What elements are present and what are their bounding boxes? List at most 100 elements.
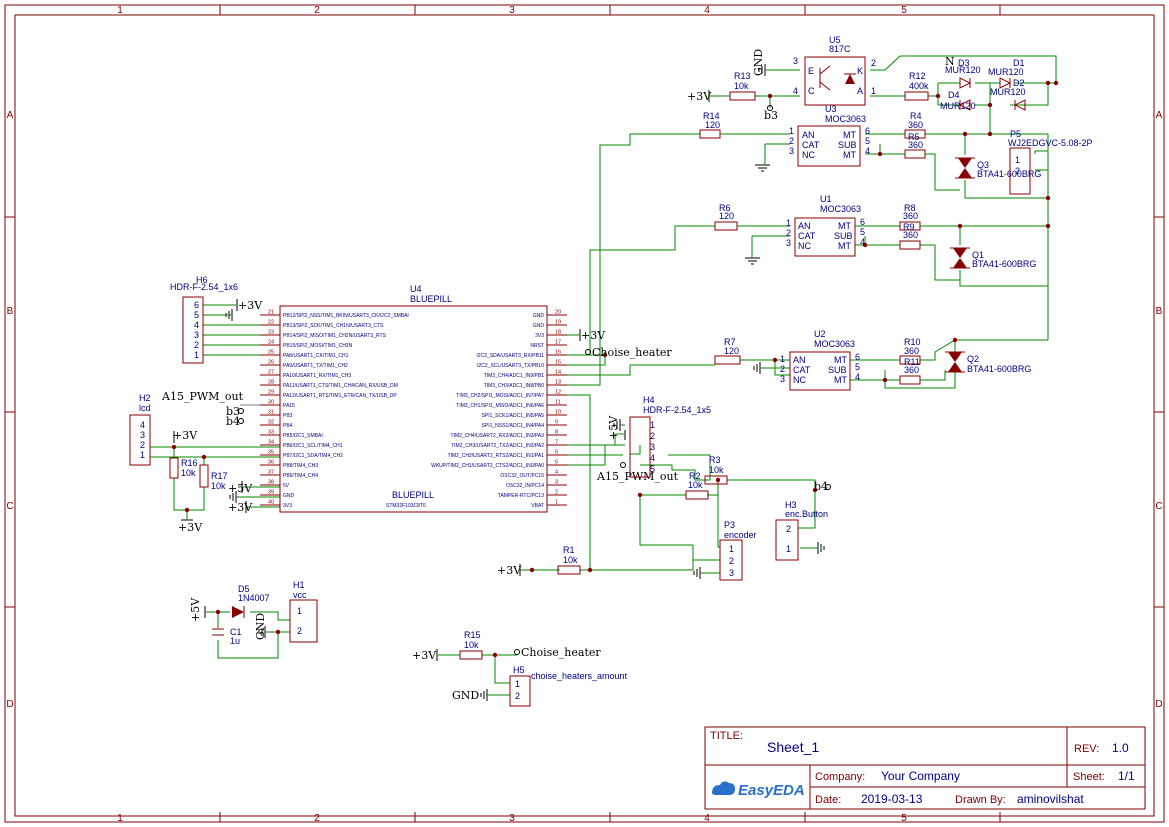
r12-value: 400k xyxy=(909,81,929,91)
p3-pin: 1 xyxy=(729,544,734,554)
u5-ref: U5 xyxy=(829,35,841,45)
r5-ref: R5 xyxy=(908,132,920,142)
net-label-b4: b4 xyxy=(226,415,240,428)
r6-resistor: R6 120 xyxy=(714,203,738,231)
gnd-icon xyxy=(817,542,825,554)
frame-column-labels-top: 1 2 3 4 5 xyxy=(117,5,907,16)
u3-pin: 3 xyxy=(789,146,794,156)
r15-ref: R15 xyxy=(464,630,481,640)
company-value: Your Company xyxy=(881,769,960,783)
net-label-3v: +3V xyxy=(412,649,437,662)
u4-left-pin-number: 40 xyxy=(268,500,274,506)
u4-left-pin-number: 32 xyxy=(268,420,274,426)
r3-ref: R3 xyxy=(709,455,721,465)
h2-pin: 4 xyxy=(140,420,145,430)
h5-header: H5 choise_heaters_amount 1 2 xyxy=(509,665,628,707)
u1-pin: 3 xyxy=(786,238,791,248)
c1-capacitor: C1 1u xyxy=(212,627,242,646)
net-label-3v: +3V xyxy=(238,299,263,312)
u4-right-pin-label: TIM2_CH4/USART2_RX2/ADC1_IN3/PA3 xyxy=(451,433,545,439)
title-block: TITLE: Sheet_1 REV: 1.0 Company: Your Co… xyxy=(704,726,1146,810)
u4-right-pin-label: TIM2_CH3/USART2_TX2/ADC1_IN2/PA2 xyxy=(451,443,544,449)
u4-left-pin-number: 25 xyxy=(268,350,274,356)
u1-pin: 6 xyxy=(860,217,865,227)
r8-ref: R8 xyxy=(904,203,916,213)
h4-pin: 5 xyxy=(650,464,655,474)
u4-left-pin-number: 27 xyxy=(268,370,274,376)
p3-pin: 3 xyxy=(729,568,734,578)
u1-pin-label: CAT xyxy=(798,231,816,241)
u4-right-pin-label: TIM2_CH2/USART2_RTS2/ADC1_IN1/PA1 xyxy=(448,453,545,459)
u3-pin: 4 xyxy=(865,146,870,156)
gnd-icon xyxy=(229,491,237,503)
u3-pin: 1 xyxy=(789,126,794,136)
u4-right-pin-label: VBAT xyxy=(531,503,544,509)
r13-ref: R13 xyxy=(734,71,751,81)
h4-header: H4 HDR-F-2.54_1x5 1 2 3 4 5 xyxy=(629,395,711,478)
d2-ref: D2 xyxy=(1013,78,1025,88)
net-label-gnd: GND xyxy=(254,613,267,640)
u1-pin-label: NC xyxy=(798,241,811,251)
u3-pin-label: AN xyxy=(802,130,815,140)
r6-value: 120 xyxy=(719,211,734,221)
d4-value: MUR120 xyxy=(940,101,976,111)
r17-resistor: R17 10k xyxy=(199,464,228,491)
r7-value: 120 xyxy=(724,346,739,356)
u1-pin: 1 xyxy=(786,218,791,228)
sheet-label: Sheet: xyxy=(1073,771,1105,783)
u4-right-pin-label: TIM3_CH4/ADC1_IN9/PB1 xyxy=(484,373,545,379)
u4-right-pin-number: 15 xyxy=(555,360,561,366)
h6-pin: 2 xyxy=(194,340,199,350)
u3-pin: 5 xyxy=(865,136,870,146)
u4-right-pin-label: 3V3 xyxy=(535,333,544,339)
r14-ref: R14 xyxy=(703,111,720,121)
u5-pin: 4 xyxy=(793,86,798,96)
u4-right-pin-number: 16 xyxy=(555,350,561,356)
col-label: 5 xyxy=(901,5,907,16)
u4-right-pin-number: 14 xyxy=(555,370,561,376)
r12-ref: R12 xyxy=(909,71,926,81)
u4-left-pin-number: 38 xyxy=(268,480,274,486)
u4-left-pin-number: 21 xyxy=(268,310,274,316)
date-label: Date: xyxy=(815,794,841,806)
r11-value: 360 xyxy=(904,365,919,375)
u2-pin: 5 xyxy=(855,362,860,372)
h2-pin: 1 xyxy=(140,450,145,460)
r11-resistor: R11 360 xyxy=(899,357,921,385)
u4-left-pin-label: PA12/USART1_RTS/TIM1_ETR/CAN_TX/USB_DP xyxy=(283,393,397,399)
u4-left-pin-label: GND xyxy=(283,493,295,499)
u2-pin: 2 xyxy=(780,364,785,374)
c1-ref: C1 xyxy=(230,627,242,637)
u4-right-pin-number: 20 xyxy=(555,310,561,316)
h4-value: HDR-F-2.54_1x5 xyxy=(643,405,711,415)
u4-right-pin-number: 11 xyxy=(555,400,561,406)
r15-value: 10k xyxy=(464,640,479,650)
r4-value: 360 xyxy=(908,120,923,130)
d3-ref: D3 xyxy=(958,58,970,68)
q3-ref: Q3 xyxy=(977,160,989,170)
row-label: C xyxy=(1155,501,1162,512)
u4-left-pin-label: PA10/USART1_RX/TIM1_CH3 xyxy=(283,373,351,379)
u4-right-pin-number: 10 xyxy=(555,410,561,416)
q2-triac: Q2 BTA41-600BRG xyxy=(945,351,1031,374)
u3-pin-label: MT xyxy=(843,150,856,160)
u1-pin: 5 xyxy=(860,227,865,237)
row-label: B xyxy=(1156,306,1163,317)
q2-value: BTA41-600BRG xyxy=(967,364,1031,374)
r16-ref: R16 xyxy=(181,458,198,468)
u4-left-pin-label: PB4 xyxy=(283,423,293,429)
r9-value: 360 xyxy=(903,230,918,240)
u4-right-pin-label: GND xyxy=(533,323,545,329)
u4-left-pin-label: 3V3 xyxy=(283,503,292,509)
q3-triac: Q3 BTA41-600BRG xyxy=(955,157,1041,179)
r14-value: 120 xyxy=(705,120,720,130)
h6-pin: 5 xyxy=(194,310,199,320)
h5-ref: H5 xyxy=(513,665,525,675)
easyeda-brand: EasyEDA xyxy=(738,782,805,799)
row-label: A xyxy=(7,110,14,121)
net-label-choise-heater: Choise_heater xyxy=(592,346,672,359)
u4-left-pin-label: PB12/SPI2_NSS/TIM1_BKIN/USART3_CK/I2C2_S… xyxy=(283,313,409,319)
rev-label: REV: xyxy=(1074,743,1099,755)
rev-value: 1.0 xyxy=(1112,741,1129,755)
u4-body-sub: STM32F103C8T6 xyxy=(386,503,426,509)
